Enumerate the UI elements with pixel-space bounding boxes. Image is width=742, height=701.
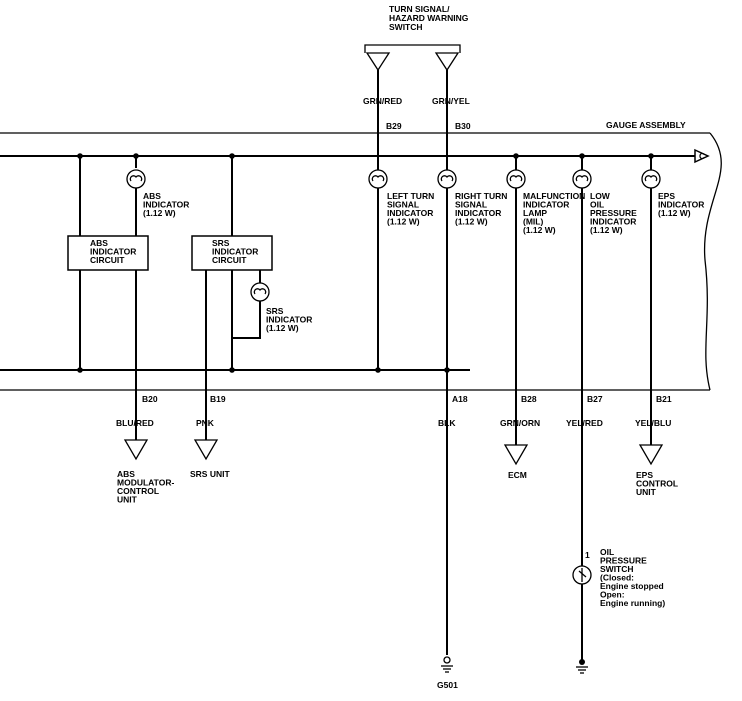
wire-color-blu-red: BLU/RED — [116, 418, 154, 428]
pin-b20: B20 — [142, 394, 158, 404]
switch-bracket — [364, 44, 461, 53]
mil-bulb — [506, 169, 526, 189]
ground-label-g501: G501 — [437, 680, 458, 690]
switch-label-line: SWITCH — [389, 22, 423, 32]
connector-triangle — [503, 444, 529, 466]
pin-b19: B19 — [210, 394, 226, 404]
ecm-label: ECM — [508, 470, 527, 480]
switch-label-line: HAZARD WARNING — [389, 13, 469, 23]
wire-color-pnk: PNK — [196, 418, 215, 428]
pin-b27: B27 — [587, 394, 603, 404]
abs-indicator-bulb — [126, 169, 146, 189]
wire-color-grn-yel: GRN/YEL — [432, 96, 470, 106]
srs-indicator-circuit — [191, 235, 273, 271]
srs-unit-label: SRS UNIT — [190, 469, 230, 479]
low-oil-pressure-bulb — [572, 169, 592, 189]
wire-color-grn-red: GRN/RED — [363, 96, 402, 106]
eps-control-unit-label: EPS CONTROL UNIT — [636, 470, 680, 497]
switch-label-line: TURN SIGNAL/ — [389, 4, 450, 14]
wire-color-grn-orn: GRN/ORN — [500, 418, 540, 428]
low-oil-pressure-label: LOW OIL PRESSURE INDICATOR (1.12 W) — [590, 191, 639, 235]
oil-pressure-switch — [572, 565, 592, 585]
srs-indicator-label: SRS INDICATOR (1.12 W) — [266, 306, 315, 333]
mil-label: MALFUNCTION INDICATOR LAMP (MIL) (1.12 W… — [523, 191, 588, 235]
abs-indicator-circuit — [67, 235, 149, 271]
eps-indicator-bulb — [641, 169, 661, 189]
connector-c-arrow — [694, 148, 710, 164]
switch-label: TURN SIGNAL/ HAZARD WARNING SWITCH — [389, 4, 471, 32]
wire-color-yel-red: YEL/RED — [566, 418, 603, 428]
connector-c-label: C — [699, 151, 705, 161]
oil-pressure-switch-label: OIL PRESSURE SWITCH (Closed: Engine stop… — [600, 547, 666, 608]
svg-text:ABS INDICATOR CIRCUIT: ABS INDICATOR CIRCUIT — [90, 238, 139, 265]
abs-modulator-label: ABS MODULATOR- CONTROL UNIT — [117, 469, 177, 505]
left-turn-indicator-label: LEFT TURN SIGNAL INDICATOR (1.12 W) — [387, 191, 437, 227]
ground-symbol-oil-switch — [576, 659, 588, 674]
pin-a18: A18 — [452, 394, 468, 404]
eps-indicator-label: EPS INDICATOR (1.12 W) — [658, 191, 707, 218]
pin-b30: B30 — [455, 121, 471, 131]
right-turn-indicator-label: RIGHT TURN SIGNAL INDICATOR (1.12 W) — [455, 191, 510, 227]
connector-triangle — [434, 52, 460, 72]
connector-triangle — [638, 444, 664, 466]
oil-switch-pin: 1 — [585, 550, 590, 560]
wire-color-yel-blu: YEL/BLU — [635, 418, 671, 428]
svg-text:SRS INDICATOR CIRCUIT: SRS INDICATOR CIRCUIT — [212, 238, 261, 265]
pin-b21: B21 — [656, 394, 672, 404]
ground-symbol-g501 — [441, 656, 453, 673]
abs-indicator-label: ABS INDICATOR (1.12 W) — [143, 191, 192, 218]
wire-color-blk: BLK — [438, 418, 456, 428]
left-turn-indicator-bulb — [368, 169, 388, 189]
connector-triangle — [193, 439, 219, 461]
right-turn-indicator-bulb — [437, 169, 457, 189]
connector-triangle — [365, 52, 391, 72]
gauge-assembly-label: GAUGE ASSEMBLY — [606, 120, 686, 130]
pin-b29: B29 — [386, 121, 402, 131]
gauge-assembly-outline — [0, 132, 722, 391]
connector-triangle — [123, 439, 149, 461]
pin-b28: B28 — [521, 394, 537, 404]
srs-indicator-bulb — [250, 282, 270, 302]
